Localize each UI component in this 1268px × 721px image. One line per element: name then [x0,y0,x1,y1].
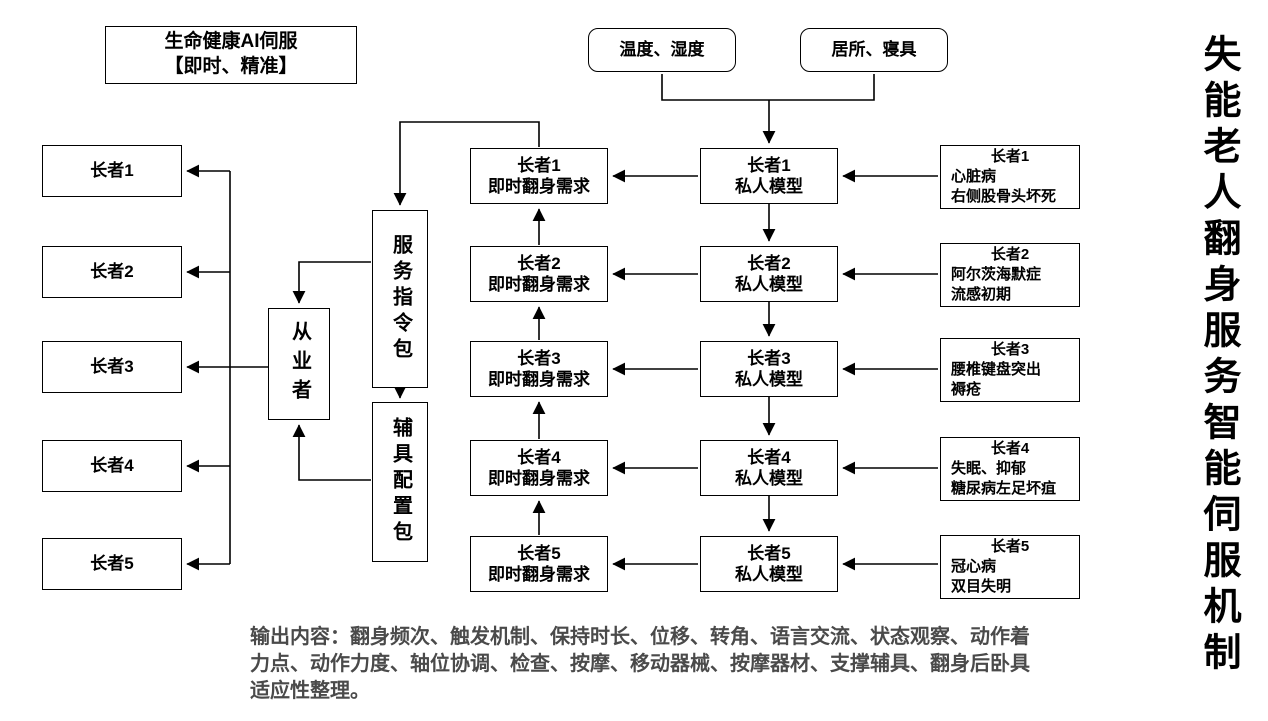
elder-5-box: 长者5 [42,538,182,590]
condition-4-title: 长者4 [990,439,1030,457]
condition-3-line1: 腰椎键盘突出 [951,360,1042,378]
aid-configuration-package-box: 辅具配置包 [372,402,428,562]
elder-4-box: 长者4 [42,440,182,492]
model-4-elder: 长者4 [747,447,791,467]
model-box-1: 长者1 私人模型 [700,148,838,204]
model-box-5: 长者5 私人模型 [700,536,838,592]
ai-servo-line2: 【即时、精准】 [164,56,298,77]
elder-2-box: 长者2 [42,246,182,298]
elder-1-box: 长者1 [42,145,182,197]
condition-box-1: 长者1 心脏病 右侧股骨头坏死 [940,145,1080,209]
demand-4-label: 即时翻身需求 [488,469,590,488]
condition-1-line1: 心脏病 [951,167,997,185]
output-note: 输出内容：翻身频次、触发机制、保持时长、位移、转角、语言交流、状态观察、动作着力… [250,626,1030,702]
practitioner-box: 从业者 [268,308,330,420]
condition-1-title: 长者1 [990,147,1030,165]
condition-3-line2: 褥疮 [951,381,982,399]
condition-5-line1: 冠心病 [951,557,997,575]
model-1-elder: 长者1 [747,155,791,175]
condition-2-line2: 流感初期 [951,286,1012,304]
demand-2-label: 即时翻身需求 [488,275,590,294]
model-3-label: 私人模型 [735,370,803,389]
model-2-elder: 长者2 [747,253,791,273]
demand-1-label: 即时翻身需求 [488,177,590,196]
condition-3-title: 长者3 [990,340,1030,358]
model-5-elder: 长者5 [747,543,791,563]
demand-2-elder: 长者2 [517,253,561,273]
condition-4-line1: 失眠、抑郁 [951,459,1027,477]
condition-box-3: 长者3 腰椎键盘突出 褥疮 [940,338,1080,402]
demand-3-label: 即时翻身需求 [488,370,590,389]
model-1-label: 私人模型 [735,177,803,196]
condition-5-title: 长者5 [990,537,1030,555]
model-box-4: 长者4 私人模型 [700,440,838,496]
demand-3-elder: 长者3 [517,348,561,368]
demand-box-4: 长者4 即时翻身需求 [470,440,608,496]
demand-box-1: 长者1 即时翻身需求 [470,148,608,204]
condition-box-2: 长者2 阿尔茨海默症 流感初期 [940,243,1080,307]
condition-1-line2: 右侧股骨头坏死 [951,188,1057,206]
service-instruction-package-box: 服务指令包 [372,210,428,388]
demand-1-elder: 长者1 [517,155,561,175]
model-3-elder: 长者3 [747,348,791,368]
demand-5-label: 即时翻身需求 [488,565,590,584]
model-box-3: 长者3 私人模型 [700,341,838,397]
condition-5-line2: 双目失明 [951,578,1012,596]
env-input-residence-bedding: 居所、寝具 [800,28,948,72]
model-box-2: 长者2 私人模型 [700,246,838,302]
env-input-temperature-humidity: 温度、湿度 [588,28,736,72]
condition-4-line2: 糖尿病左足坏疽 [951,480,1057,498]
demand-box-3: 长者3 即时翻身需求 [470,341,608,397]
condition-2-title: 长者2 [990,245,1030,263]
ai-servo-title-box: 生命健康AI伺服 【即时、精准】 [105,26,357,84]
condition-box-5: 长者5 冠心病 双目失明 [940,535,1080,599]
condition-box-4: 长者4 失眠、抑郁 糖尿病左足坏疽 [940,437,1080,501]
demand-4-elder: 长者4 [517,447,561,467]
model-4-label: 私人模型 [735,469,803,488]
page-title: 失能老人翻身服务智能伺服机制 [1197,34,1239,678]
elder-3-box: 长者3 [42,341,182,393]
ai-servo-line1: 生命健康AI伺服 [164,31,298,53]
condition-2-line1: 阿尔茨海默症 [951,265,1042,283]
demand-box-2: 长者2 即时翻身需求 [470,246,608,302]
model-2-label: 私人模型 [735,275,803,294]
demand-box-5: 长者5 即时翻身需求 [470,536,608,592]
model-5-label: 私人模型 [735,565,803,584]
demand-5-elder: 长者5 [517,543,561,563]
